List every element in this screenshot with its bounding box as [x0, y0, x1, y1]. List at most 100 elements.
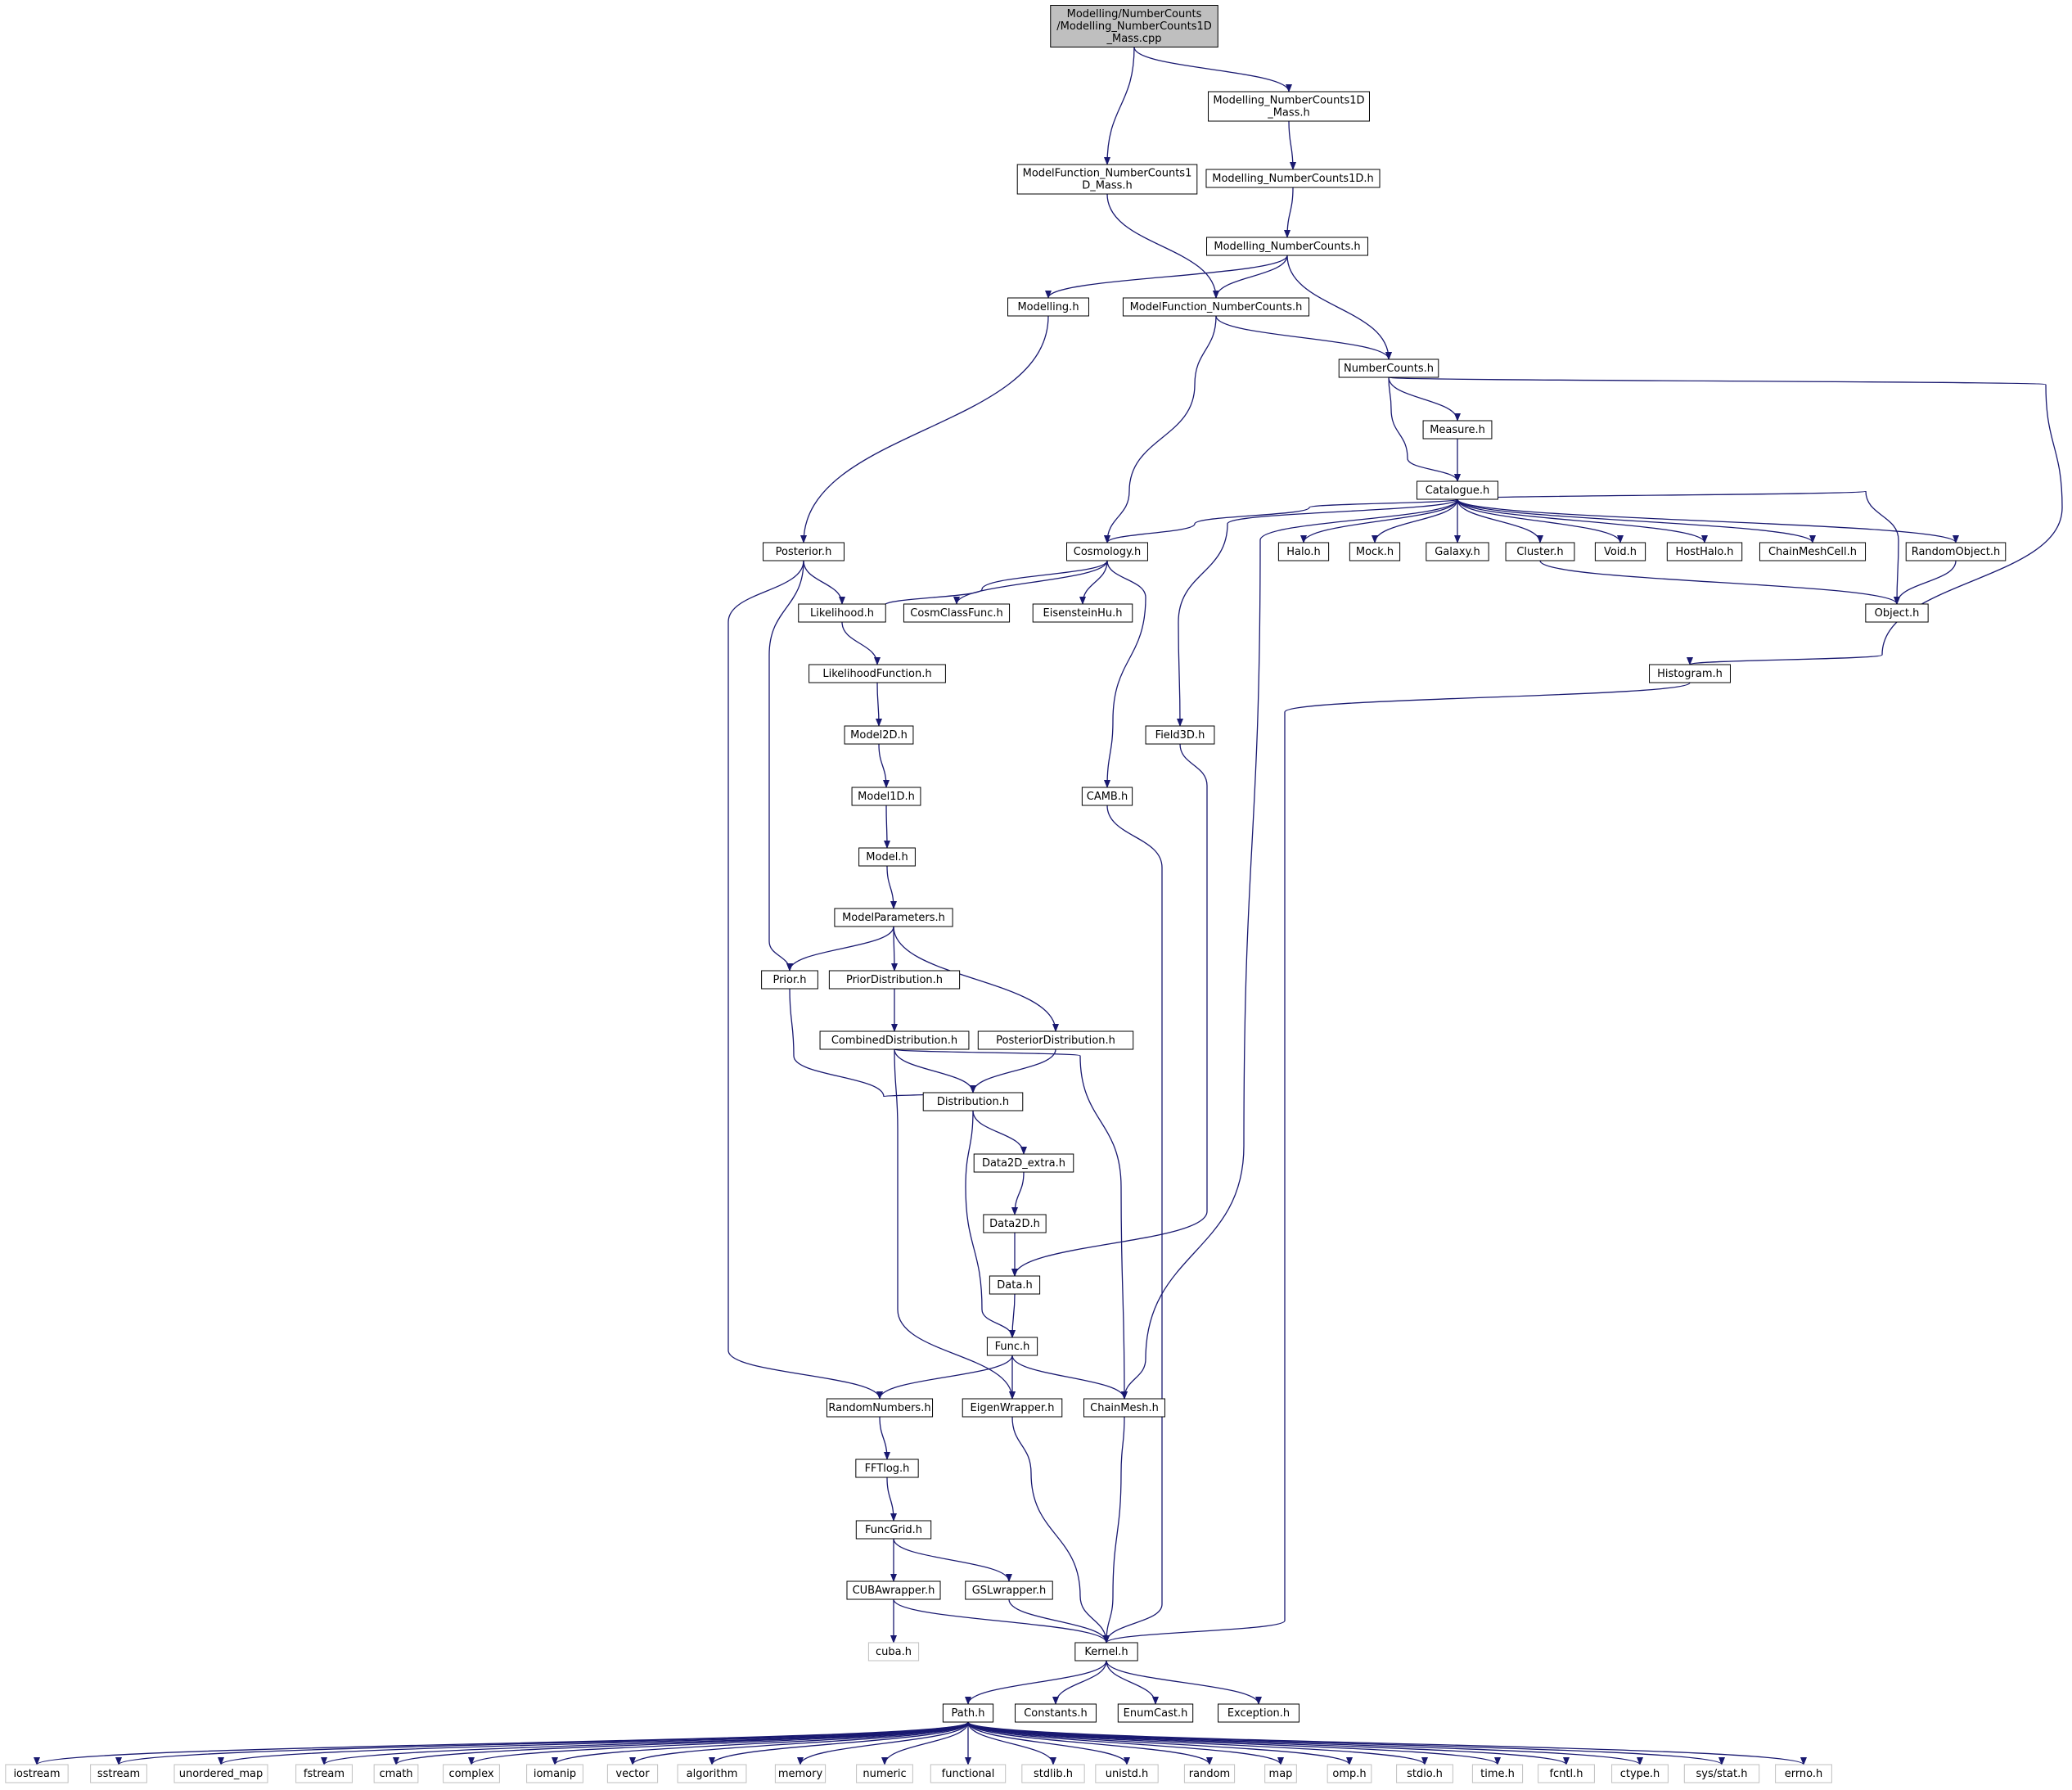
node-box	[1666, 542, 1743, 561]
node-eigenwrapper[interactable]: EigenWrapper.h	[962, 1398, 1063, 1418]
node-mfnc[interactable]: ModelFunction_NumberCounts.h	[1122, 297, 1310, 317]
node-box	[930, 1764, 1007, 1783]
node-cosmology[interactable]: Cosmology.h	[1066, 542, 1148, 561]
node-mnc1dmass[interactable]: Modelling_NumberCounts1D_Mass.h	[1208, 91, 1370, 122]
node-cosmclassfunc[interactable]: CosmClassFunc.h	[903, 603, 1011, 623]
node-box	[1117, 1703, 1194, 1723]
edge-path-to-stdlib	[967, 1721, 1056, 1765]
node-kernel[interactable]: Kernel.h	[1074, 1642, 1138, 1661]
node-model1d[interactable]: Model1D.h	[851, 787, 921, 806]
node-void[interactable]: Void.h	[1594, 542, 1646, 561]
node-eisensteinhu[interactable]: EisensteinHu.h	[1032, 603, 1133, 623]
node-data2d[interactable]: Data2D.h	[983, 1214, 1047, 1233]
node-box	[867, 1642, 920, 1661]
node-box	[1218, 1703, 1300, 1723]
node-cubawrapper[interactable]: CUBAwrapper.h	[846, 1580, 941, 1600]
edge-cosmology-to-likelihood	[839, 560, 1108, 612]
edge-catalogue-to-hosthalo	[1457, 498, 1708, 543]
node-catalogue[interactable]: Catalogue.h	[1417, 480, 1498, 500]
edge-mnc1d-to-mnc	[1284, 187, 1294, 238]
node-func[interactable]: Func.h	[986, 1337, 1038, 1356]
node-object[interactable]: Object.h	[1865, 603, 1929, 623]
node-modelparameters[interactable]: ModelParameters.h	[834, 908, 953, 927]
node-label: fcntl.h	[1549, 1768, 1583, 1780]
node-mnc1d[interactable]: Modelling_NumberCounts1D.h	[1205, 169, 1381, 188]
edge-path-to-iostream	[34, 1721, 969, 1765]
edge-path-to-unordered_map	[218, 1721, 969, 1765]
node-likelihoodfunction[interactable]: LikelihoodFunction.h	[809, 664, 946, 683]
edge-numbercounts-to-histogram	[1388, 376, 2063, 665]
node-box	[1083, 1398, 1165, 1418]
node-box	[858, 847, 916, 867]
node-randomnumbers[interactable]: RandomNumbers.h	[826, 1398, 934, 1418]
node-box	[809, 664, 946, 683]
node-label: cuba.h	[876, 1646, 912, 1658]
node-combineddistribution[interactable]: CombinedDistribution.h	[819, 1030, 970, 1050]
node-box	[855, 1459, 919, 1478]
node-box	[1594, 542, 1646, 561]
node-label: /Modelling_NumberCounts1D	[1056, 20, 1212, 33]
node-mock[interactable]: Mock.h	[1349, 542, 1401, 561]
node-mnc[interactable]: Modelling_NumberCounts.h	[1206, 237, 1368, 256]
node-chainmesh[interactable]: ChainMesh.h	[1083, 1398, 1165, 1418]
node-halo[interactable]: Halo.h	[1277, 542, 1330, 561]
edge-model1d-to-model	[883, 805, 890, 849]
node-constants[interactable]: Constants.h	[1015, 1703, 1097, 1723]
node-box	[965, 1580, 1053, 1600]
node-funcgrid[interactable]: FuncGrid.h	[855, 1520, 932, 1540]
node-likelihood[interactable]: Likelihood.h	[798, 603, 886, 623]
edge-model2d-to-model1d	[878, 743, 890, 788]
node-exception[interactable]: Exception.h	[1218, 1703, 1300, 1723]
node-label: Exception.h	[1227, 1707, 1290, 1720]
node-box	[90, 1764, 147, 1783]
node-fftlog[interactable]: FFTlog.h	[855, 1459, 919, 1478]
node-numeric: numeric	[856, 1764, 913, 1783]
node-complex: complex	[443, 1764, 500, 1783]
node-model[interactable]: Model.h	[858, 847, 916, 867]
node-root[interactable]: Modelling/NumberCounts/Modelling_NumberC…	[1050, 5, 1218, 47]
node-posterior[interactable]: Posterior.h	[763, 542, 845, 561]
node-random: random	[1183, 1764, 1236, 1783]
node-measure[interactable]: Measure.h	[1422, 420, 1493, 440]
node-model2d[interactable]: Model2D.h	[844, 725, 914, 745]
node-randomobject[interactable]: RandomObject.h	[1905, 542, 2007, 561]
node-camb[interactable]: CAMB.h	[1081, 787, 1133, 806]
node-data2dextra[interactable]: Data2D_extra.h	[973, 1153, 1074, 1173]
node-hosthalo[interactable]: HostHalo.h	[1666, 542, 1743, 561]
node-box	[763, 542, 845, 561]
node-modelling[interactable]: Modelling.h	[1007, 297, 1089, 317]
node-cluster[interactable]: Cluster.h	[1505, 542, 1575, 561]
node-posteriordistribution[interactable]: PosteriorDistribution.h	[977, 1030, 1134, 1050]
node-box	[1074, 1642, 1138, 1661]
node-box	[819, 1030, 970, 1050]
node-gslwrapper[interactable]: GSLwrapper.h	[965, 1580, 1053, 1600]
node-chainmeshcell[interactable]: ChainMeshCell.h	[1759, 542, 1867, 561]
node-label: stdlib.h	[1034, 1768, 1073, 1780]
edge-model-to-modelparameters	[886, 865, 897, 909]
edge-catalogue-to-cosmology	[1104, 498, 1458, 543]
node-galaxy[interactable]: Galaxy.h	[1426, 542, 1489, 561]
node-label: Modelling.h	[1017, 301, 1079, 313]
node-prior[interactable]: Prior.h	[761, 970, 818, 990]
node-ctype: ctype.h	[1611, 1764, 1669, 1783]
node-data[interactable]: Data.h	[989, 1275, 1041, 1295]
node-box	[1095, 1764, 1159, 1783]
node-unistd: unistd.h	[1095, 1764, 1159, 1783]
node-numbercounts[interactable]: NumberCounts.h	[1338, 358, 1439, 378]
node-path[interactable]: Path.h	[942, 1703, 994, 1723]
node-histogram[interactable]: Histogram.h	[1649, 664, 1731, 683]
node-mfnc1dmass[interactable]: ModelFunction_NumberCounts1D_Mass.h	[1016, 164, 1198, 195]
node-label: Cosmology.h	[1074, 546, 1141, 558]
node-label: Modelling_NumberCounts1D	[1213, 95, 1364, 107]
node-enumcast[interactable]: EnumCast.h	[1117, 1703, 1194, 1723]
edge-combineddistribution-to-distribution	[894, 1048, 976, 1093]
node-distribution[interactable]: Distribution.h	[922, 1092, 1024, 1111]
node-box	[1208, 91, 1370, 122]
node-priordistribution[interactable]: PriorDistribution.h	[828, 970, 961, 990]
node-label: PosteriorDistribution.h	[996, 1035, 1115, 1047]
node-field3d[interactable]: Field3D.h	[1145, 725, 1215, 745]
node-sstream: sstream	[90, 1764, 147, 1783]
edge-combineddistribution-to-eigenwrapper	[894, 1048, 1016, 1400]
edge-mfnc1dmass-to-mfnc	[1106, 193, 1219, 299]
node-label: Modelling_NumberCounts1D.h	[1212, 173, 1374, 185]
